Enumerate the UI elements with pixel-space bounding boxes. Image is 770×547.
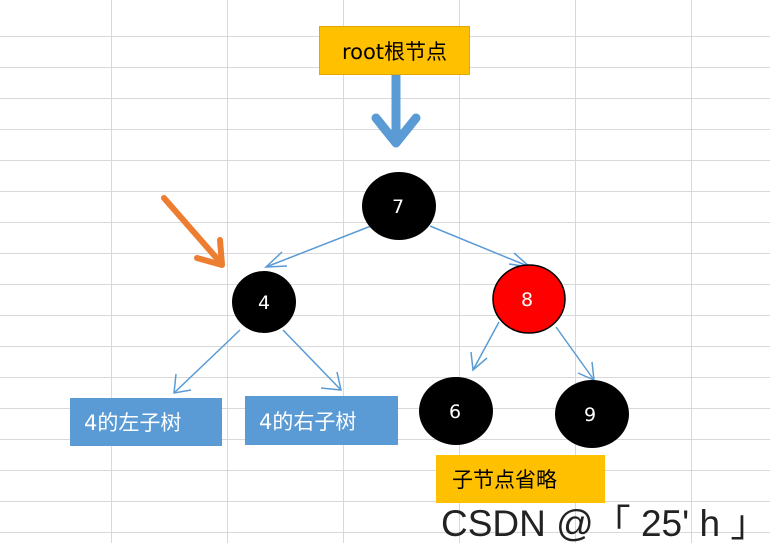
- node-4: 4: [232, 271, 296, 333]
- edge-8-to-9: [555, 326, 595, 382]
- node-6: 6: [419, 377, 493, 445]
- node-8: 8: [492, 264, 566, 334]
- node-9-value: 9: [584, 404, 596, 426]
- left-subtree-label: 4的左子树: [70, 398, 222, 446]
- edge-7-to-8: [429, 225, 533, 269]
- node-8-value: 8: [521, 289, 533, 311]
- csdn-watermark: CSDN @「 25' h 」: [441, 503, 768, 544]
- right-subtree-label-text: 4的右子树: [259, 409, 357, 434]
- children-omitted-label-text: 子节点省略: [452, 468, 557, 492]
- pointer-arrow: [161, 195, 225, 268]
- left-subtree-label-text: 4的左子树: [84, 411, 182, 435]
- edge-7-to-4: [264, 225, 372, 268]
- node-4-value: 4: [258, 292, 270, 314]
- root-arrow: [371, 71, 421, 148]
- node-9: 9: [555, 380, 629, 448]
- edge-4-to-left-subtree: [173, 329, 241, 394]
- edge-4-to-right-subtree: [282, 329, 342, 391]
- root-node-label: root根节点: [319, 26, 470, 75]
- root-node-label-text: root根节点: [341, 39, 448, 64]
- edge-8-to-6: [470, 321, 500, 372]
- tree-edges: [173, 225, 595, 394]
- node-7-value: 7: [392, 196, 404, 218]
- right-subtree-label: 4的右子树: [245, 396, 398, 445]
- children-omitted-label: 子节点省略: [436, 455, 605, 503]
- node-6-value: 6: [449, 401, 461, 423]
- node-7: 7: [362, 172, 436, 240]
